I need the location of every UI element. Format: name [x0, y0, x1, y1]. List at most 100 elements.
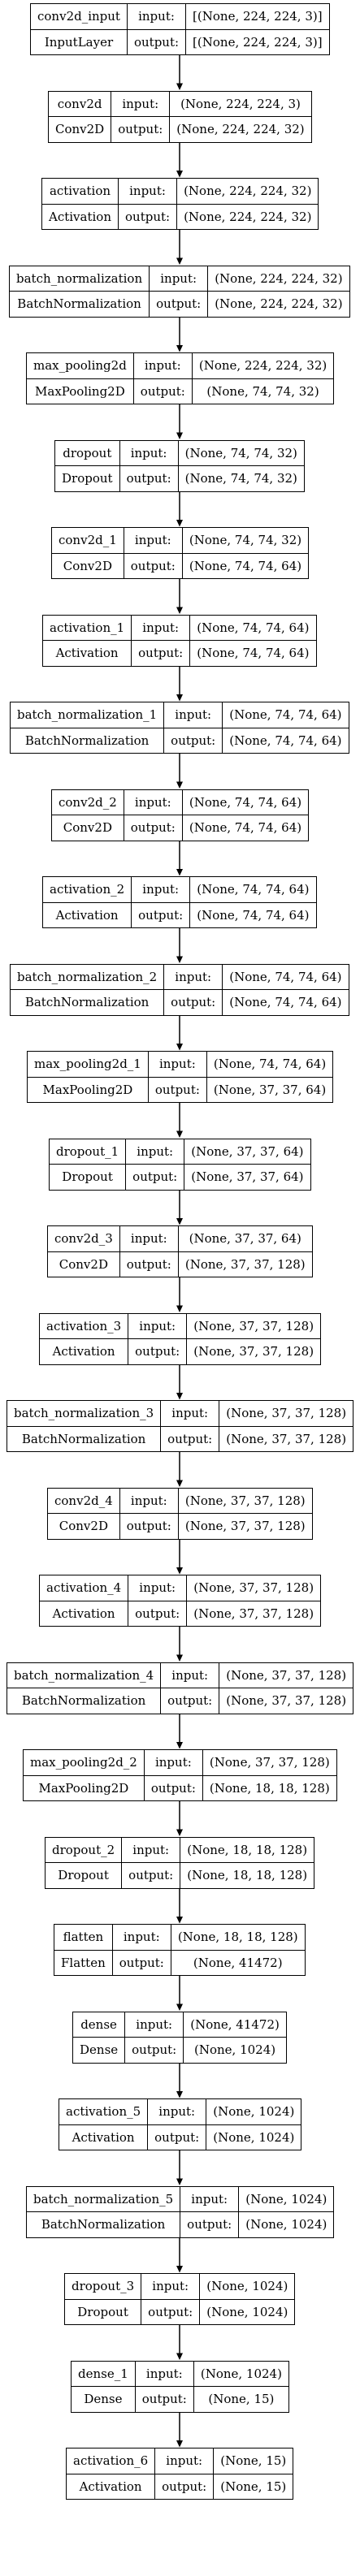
arrowhead: [176, 1305, 183, 1312]
output-label: output:: [133, 34, 180, 50]
layer-type: Dense: [84, 2392, 123, 2407]
output-shape: (None, 224, 224, 32): [176, 122, 305, 137]
input-shape: (None, 74, 74, 64): [190, 616, 316, 641]
arrowhead: [176, 1742, 183, 1749]
output-shape: (None, 224, 224, 32): [215, 296, 343, 312]
layer-type: BatchNormalization: [24, 995, 150, 1010]
layer-name: dense_1: [72, 2362, 135, 2387]
shape-column: (None, 74, 74, 64)(None, 74, 74, 64): [190, 877, 316, 927]
shape-column: (None, 74, 74, 64) (None, 74, 74, 64): [223, 702, 349, 753]
output-label: output:: [138, 646, 184, 661]
input-shape: (None, 37, 37, 128): [187, 1314, 321, 1339]
io-label-column: input:output:: [148, 1052, 207, 1102]
arrowhead: [176, 2440, 183, 2448]
io-label-column: input: output:: [124, 528, 183, 578]
io-label-column: input:output:: [150, 266, 209, 317]
io-label-column: input:output:: [141, 2274, 201, 2324]
shape-column: (None, 74, 74, 32)(None, 74, 74, 32): [178, 441, 304, 491]
layer-name: dropout_2: [46, 1838, 122, 1863]
output-shape: (None, 41472): [193, 1955, 283, 1970]
layer-name: conv2d_2: [52, 790, 124, 815]
input-shape: (None, 224, 224, 32): [208, 266, 349, 292]
input-label: input:: [161, 1401, 219, 1427]
input-label: input:: [124, 528, 182, 554]
output-label: output:: [130, 820, 176, 836]
output-shape: (None, 74, 74, 64): [197, 907, 310, 923]
output-shape: (None, 74, 74, 64): [189, 558, 302, 573]
input-shape: (None, 1024): [200, 2274, 295, 2300]
layer-name: batch_normalization_4: [7, 1663, 161, 1688]
input-label: input:: [112, 1925, 171, 1951]
arrowhead: [176, 869, 183, 876]
input-shape: (None, 37, 37, 128): [187, 1575, 321, 1601]
output-label: output:: [130, 558, 176, 573]
layer-name: dropout_3: [65, 2274, 141, 2300]
arrowhead: [176, 432, 183, 439]
input-label: input:: [111, 92, 170, 117]
input-shape: (None, 74, 74, 32): [178, 441, 304, 466]
layer-name: activation_1: [43, 616, 132, 641]
io-label-column: input:output:: [161, 1662, 220, 1714]
input-shape: (None, 1024): [239, 2187, 334, 2212]
output-shape: (None, 74, 74, 32): [206, 383, 319, 399]
layer-type: Activation: [72, 2129, 135, 2145]
input-shape: (None, 224, 224, 32): [177, 179, 319, 205]
layer-name: flatten: [54, 1925, 112, 1951]
layer-type: Activation: [79, 2479, 142, 2494]
layer-name: conv2d_3: [48, 1226, 119, 1252]
output-shape: (None, 37, 37, 64): [191, 1169, 304, 1185]
output-label: output:: [135, 1344, 180, 1359]
output-shape: (None, 74, 74, 64): [189, 820, 302, 836]
input-shape: (None, 74, 74, 64): [223, 702, 349, 728]
layer-name: max_pooling2d_1: [28, 1052, 148, 1078]
output-label: output:: [154, 1082, 200, 1097]
layer-type: Dropout: [62, 471, 113, 486]
shape-column: (None, 224, 224, 32)(None, 224, 224, 32): [177, 179, 319, 229]
output-shape: (None, 74, 74, 64): [229, 995, 342, 1010]
input-label: input:: [164, 702, 223, 728]
shape-column: (None, 1024)(None, 1024): [200, 2274, 295, 2324]
layer-name: batch_normalization: [10, 266, 150, 292]
output-label: output:: [156, 296, 202, 312]
layer-type: Conv2D: [59, 1519, 108, 1534]
input-label: input:: [119, 179, 177, 205]
shape-column: (None, 37, 37, 128)(None, 37, 37, 128): [219, 1401, 353, 1451]
shape-column: (None, 18, 18, 128)(None, 18, 18, 128): [180, 1838, 314, 1888]
output-shape: [(None, 224, 224, 3)]: [193, 34, 323, 50]
layer-type: MaxPooling2D: [38, 1780, 129, 1796]
arrowhead: [176, 520, 183, 527]
shape-column: (None, 37, 37, 64)(None, 37, 37, 128): [178, 1226, 312, 1277]
input-label: input:: [133, 353, 192, 379]
input-shape: (None, 37, 37, 128): [178, 1489, 312, 1514]
io-label-column: input:output:: [127, 4, 187, 54]
output-shape: (None, 74, 74, 64): [229, 733, 342, 748]
output-shape: (None, 37, 37, 128): [184, 1256, 306, 1272]
arrowhead: [176, 1480, 183, 1487]
output-label: output:: [171, 995, 216, 1010]
input-label: input:: [132, 616, 190, 641]
input-shape: (None, 74, 74, 32): [182, 528, 309, 554]
layer-name: max_pooling2d_2: [24, 1750, 144, 1776]
layer-name: activation_3: [40, 1314, 128, 1339]
output-label: output:: [154, 2129, 200, 2145]
shape-column: (None, 37, 37, 128)(None, 37, 37, 128): [187, 1314, 321, 1364]
arrowhead: [176, 956, 183, 963]
shape-column: (None, 74, 74, 64)(None, 74, 74, 64): [182, 790, 309, 841]
